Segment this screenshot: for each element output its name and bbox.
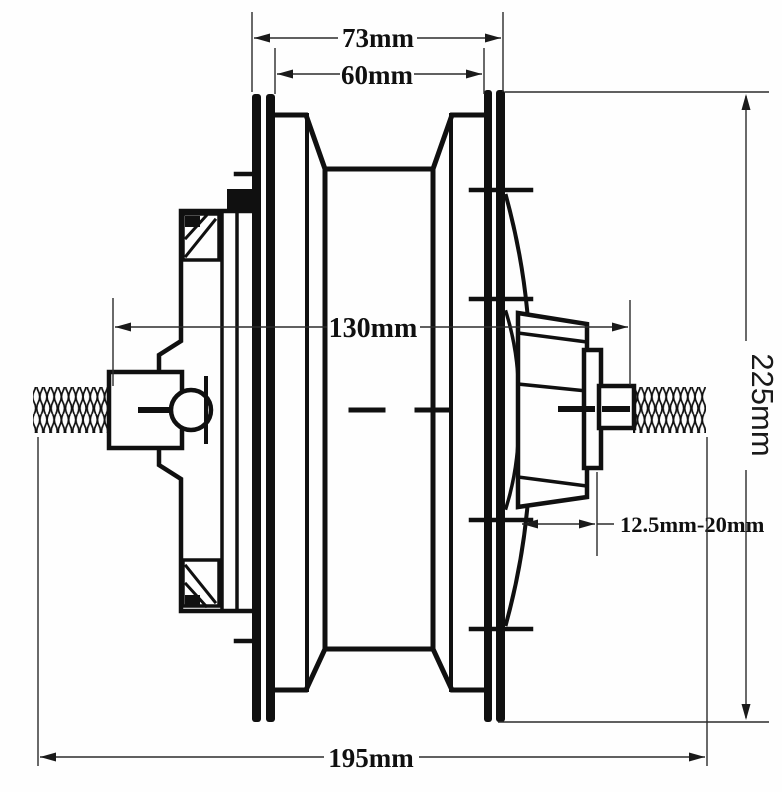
dimfw-arrow-left [522,519,538,529]
dim60-arrow-left [277,69,293,79]
dimfw-arrow-right [579,519,595,529]
right-flange-outer-bar [496,90,505,722]
dimension-60mm: 60mm [274,48,485,94]
dim130-arrow-right [612,322,628,332]
left-flange-outer-bar [252,94,261,722]
dim60-arrow-right [466,69,482,79]
dim225-extension-lines [498,91,769,723]
dim130-extension-lines [112,298,631,386]
dim195-arrow-right [689,752,705,762]
dim225-label: 225mm [745,353,780,456]
axle-thread-left [33,387,110,433]
axle-thread-right [633,387,706,433]
dimension-225mm: 225mm [498,91,780,723]
dim130-label: 130mm [329,313,418,344]
bearing-bottom-seal [185,595,200,606]
dim73-arrow-right [485,33,501,43]
dim195-label: 195mm [328,743,414,773]
bearing-top-seal [185,216,200,227]
left-flange-inner-bar [266,94,275,722]
dim225-arrow-bottom [741,704,751,720]
freewheel-body [515,310,590,510]
dim73-label: 73mm [342,23,414,53]
right-freewheel-assembly [503,193,637,627]
spoke-holes-right-flange [468,187,534,632]
axle-bearing-circle [168,387,214,433]
dimension-freewheel: 12.5mm-20mm [522,472,765,556]
left-cover-assembly [106,189,254,614]
dimension-73mm: 73mm [251,12,504,92]
dimension-130mm: 130mm [112,298,631,386]
dimfw-label: 12.5mm-20mm [620,512,765,537]
right-flange-inner-bar [484,90,492,722]
axle [33,387,706,433]
dim60-extension-lines [274,48,485,94]
hub-shell [233,90,534,722]
dim225-arrow-top [741,94,751,110]
dim60-label: 60mm [341,60,413,90]
dim195-arrow-left [40,752,56,762]
dim195-extension-lines [37,437,708,766]
dim130-arrow-left [115,322,131,332]
spoke-holes-left-flange [233,171,255,644]
left-cover-top-block [227,189,252,211]
freewheel-sprocket-lines [516,331,589,488]
dim73-extension-lines [251,12,504,92]
dim73-arrow-left [254,33,270,43]
shell-top-profile [272,112,487,172]
shell-bottom-profile [272,646,487,693]
dimension-195mm: 195mm [37,437,708,773]
